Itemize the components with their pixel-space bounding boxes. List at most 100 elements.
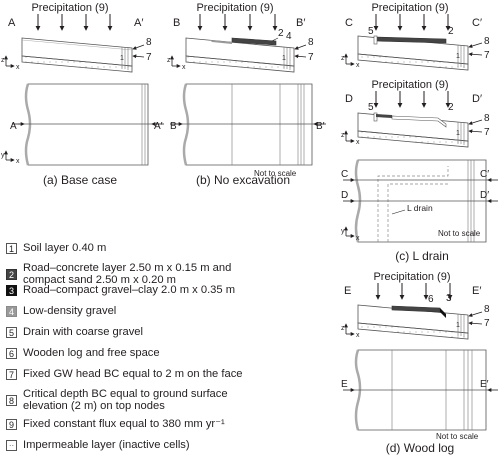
bc-arrows [132, 44, 145, 59]
legend-text: Low-density gravel [23, 305, 117, 317]
section-d-right: D′ [472, 93, 482, 105]
precip-arrows [197, 14, 278, 31]
axis-z-label: z [167, 57, 171, 64]
plan-section-e-right: E′ [480, 379, 489, 390]
impermeable-layer [357, 322, 469, 340]
plan-section-d-left: D [341, 190, 348, 201]
precip-arrows [35, 14, 113, 31]
bc-arrows [468, 311, 483, 326]
layer-line [21, 39, 133, 51]
l-drain-outline [377, 166, 449, 242]
legend-badge: 3 [6, 284, 17, 296]
plan-left-edge [354, 349, 362, 431]
plan-axis-y-label: y [341, 228, 345, 235]
face-lines [457, 314, 465, 337]
not-to-scale-note: Not to scale [254, 169, 297, 178]
callout-7: 7 [308, 52, 314, 63]
caption-b: (b) No excavation [196, 173, 290, 187]
plan-axis-y-label: y [1, 152, 5, 159]
plan-outline [25, 83, 149, 166]
precip-arrows [375, 283, 453, 300]
callout-6: 6 [428, 294, 434, 305]
legend-item-9: 9 Fixed constant flux equal to 380 mm yr… [6, 416, 225, 432]
impermeable-layer [21, 55, 133, 73]
compact-gravel-layer [440, 308, 446, 318]
precip-arrows [373, 14, 451, 31]
gravel-layer [210, 40, 232, 44]
plan-section-a-right: A′ [154, 121, 163, 132]
not-to-scale-note: Not to scale [438, 229, 481, 238]
plan-section-c-right: C′ [480, 169, 489, 180]
caption-c: (c) L drain [395, 249, 449, 263]
section-c-right: C′ [472, 17, 482, 29]
precip-label: Precipitation (9) [373, 271, 450, 283]
leader-line [271, 37, 279, 42]
plan-axes-icon [4, 150, 15, 162]
axes-icon [344, 323, 355, 336]
callout-5: 5 [368, 102, 374, 113]
legend-text: Wooden log and free space [23, 347, 160, 359]
legend-badge: 1 [6, 242, 17, 254]
axis-z-label: z [341, 132, 345, 139]
panel-c-plan: C D C′ D′ L drain Not to scale y x (c) L… [341, 159, 498, 263]
axis-x-label: x [16, 64, 20, 71]
legend-badge: 7 [6, 368, 17, 380]
section-e-right: E′ [472, 285, 481, 297]
axis-x-label: x [356, 139, 360, 146]
plan-outline [183, 83, 313, 166]
legend-item-1: 1 Soil layer 0.40 m [6, 240, 106, 256]
precip-label: Precipitation (9) [371, 2, 448, 14]
caption-d: (d) Wood log [386, 441, 454, 455]
plan-section-b-right: B′ [316, 121, 325, 132]
panel-d-section: Precipitation (9) E E′ 6 3 1 8 7 z x [341, 271, 490, 340]
panel-c-section-d: Precipitation (9) D D′ 5 2 1 8 7 z x [341, 79, 490, 148]
callout-1: 1 [456, 130, 460, 137]
legend-text: Drain with coarse gravel [23, 326, 144, 338]
callout-8: 8 [146, 37, 152, 48]
callout-7: 7 [484, 318, 490, 329]
callout-7: 7 [146, 52, 152, 63]
callout-8: 8 [484, 304, 490, 315]
callout-8: 8 [308, 37, 314, 48]
axis-x-label: x [182, 64, 186, 71]
precip-label: Precipitation (9) [371, 79, 448, 91]
road-layer [231, 37, 277, 46]
panel-c-section: Precipitation (9) C C′ 5 2 1 8 7 z x [341, 2, 490, 71]
bc-arrows [468, 42, 483, 57]
section-c-left: C [345, 17, 353, 29]
legend-item-10: ·· Impermeable layer (inactive cells) [6, 437, 190, 453]
legend-text: Critical depth BC equal to ground surfac… [23, 388, 228, 412]
callout-1: 1 [120, 55, 124, 62]
legend-item-4: 4 Low-density gravel [6, 303, 116, 319]
axes-icon [170, 55, 181, 68]
callout-1: 1 [456, 322, 460, 329]
legend-badge: 8 [6, 394, 17, 406]
legend-badge: 9 [6, 418, 17, 430]
callout-3: 3 [446, 293, 452, 304]
l-drain-leader [391, 209, 406, 215]
precip-label: Precipitation (9) [31, 2, 108, 14]
not-to-scale-note: Not to scale [436, 432, 479, 441]
legend-text: Soil layer 0.40 m [23, 242, 107, 254]
face-lines [283, 47, 291, 70]
face-lines [457, 45, 465, 68]
callout-4: 4 [286, 31, 292, 42]
axis-x-label: x [356, 332, 360, 339]
legend-text: Impermeable layer (inactive cells) [23, 439, 190, 451]
bc-arrows [468, 119, 483, 134]
legend-text: Fixed constant flux equal to 380 mm yr⁻¹ [23, 418, 225, 430]
plan-section-d-right: D′ [480, 190, 489, 201]
legend-item-6: 6 Wooden log and free space [6, 345, 160, 361]
plan-section-e-left: E [341, 379, 348, 390]
legend-item-3: 3 Road–compact gravel–clay 2.0 m x 0.35 … [6, 282, 235, 298]
callout-5: 5 [368, 26, 374, 37]
l-drain-label: L drain [407, 203, 433, 213]
bc-arrows [294, 44, 307, 59]
legend-item-5: 5 Drain with coarse gravel [6, 324, 143, 340]
axis-z-label: z [341, 325, 345, 332]
panel-d-plan: E E′ Not to scale (d) Wood log [341, 349, 498, 455]
section-b-left: B [173, 17, 180, 29]
legend-text: Road–compact gravel–clay 2.0 m x 0.35 m [23, 284, 236, 296]
section-e-left: E [344, 285, 351, 297]
